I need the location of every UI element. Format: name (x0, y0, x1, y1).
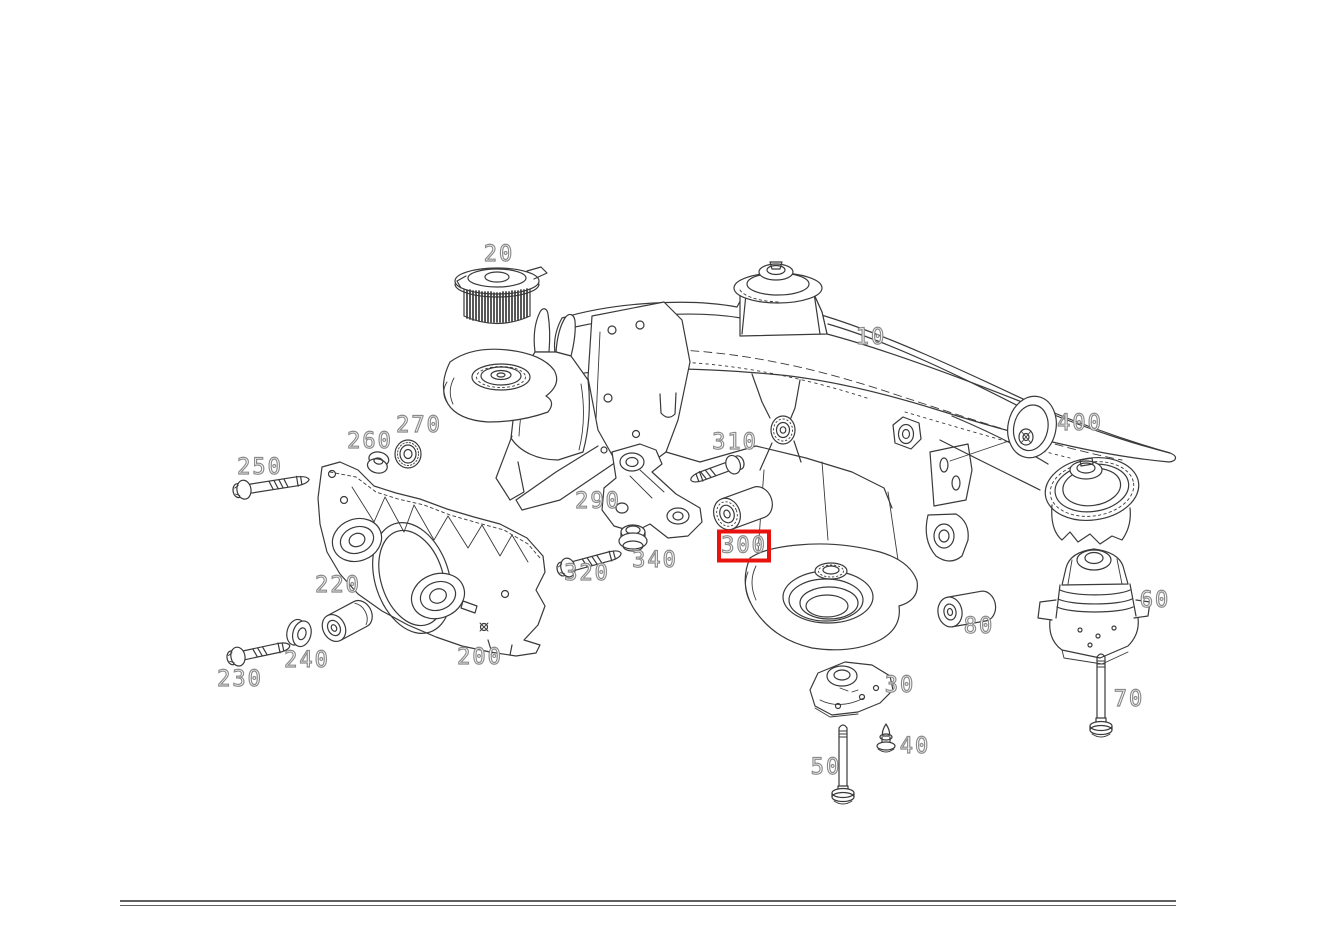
part-label-230[interactable]: 230 (217, 667, 263, 692)
part-label-300-highlighted[interactable]: 300 (717, 529, 771, 563)
part-310-bolt (690, 454, 745, 483)
subframe-hanger-eyes (751, 373, 973, 562)
part-80-bushing (937, 590, 997, 628)
part-290-bracket (601, 443, 703, 539)
part-320-bolt (556, 550, 622, 578)
part-label-400[interactable]: 400 (1057, 411, 1103, 436)
part-240-washer (286, 618, 312, 648)
part-label-80[interactable]: 80 (963, 614, 995, 639)
part-30-bracket (809, 661, 894, 718)
part-270-nut (394, 439, 422, 469)
part-label-260[interactable]: 260 (347, 429, 393, 454)
part-label-320[interactable]: 320 (564, 561, 610, 586)
part-label-70[interactable]: 70 (1113, 687, 1145, 712)
part-70-long-bolt (1089, 653, 1113, 738)
part-label-270[interactable]: 270 (396, 413, 442, 438)
part-label-200[interactable]: 200 (457, 645, 503, 670)
part-label-40[interactable]: 40 (899, 734, 931, 759)
part-label-30[interactable]: 30 (884, 673, 916, 698)
part-label-60[interactable]: 60 (1139, 588, 1171, 613)
part-label-10[interactable]: 10 (855, 325, 887, 350)
part-220-bushing (321, 599, 373, 642)
part-label-50[interactable]: 50 (810, 755, 842, 780)
part-40-expansion-rivet (876, 723, 896, 753)
subframe-top-mount-bushing (733, 261, 828, 337)
part-50-long-bolt (831, 724, 855, 805)
part-300-bushing (713, 486, 773, 531)
part-label-290[interactable]: 290 (575, 489, 621, 514)
subframe-spring-seat (665, 445, 918, 651)
part-200-diff-carrier (317, 461, 546, 657)
part-label-20[interactable]: 20 (483, 242, 515, 267)
part-260-washer (366, 451, 390, 474)
part-400-cover-disc (949, 395, 1057, 462)
part-label-220[interactable]: 220 (315, 573, 361, 598)
part-340-flange-nut (618, 524, 648, 552)
subframe-right-mount (939, 415, 1140, 545)
footer-rule (120, 900, 1176, 906)
part-label-340[interactable]: 340 (632, 548, 678, 573)
subframe-center-plate (515, 301, 691, 511)
part-20-splined-bushing (454, 266, 548, 325)
part-label-250[interactable]: 250 (237, 455, 283, 480)
part-60-hydromount (1037, 548, 1151, 665)
part-label-240[interactable]: 240 (284, 648, 330, 673)
subframe-left-mount (442, 348, 558, 423)
part-230-bolt (226, 642, 291, 667)
part-250-bolt (232, 475, 310, 500)
part-label-310[interactable]: 310 (712, 430, 758, 455)
